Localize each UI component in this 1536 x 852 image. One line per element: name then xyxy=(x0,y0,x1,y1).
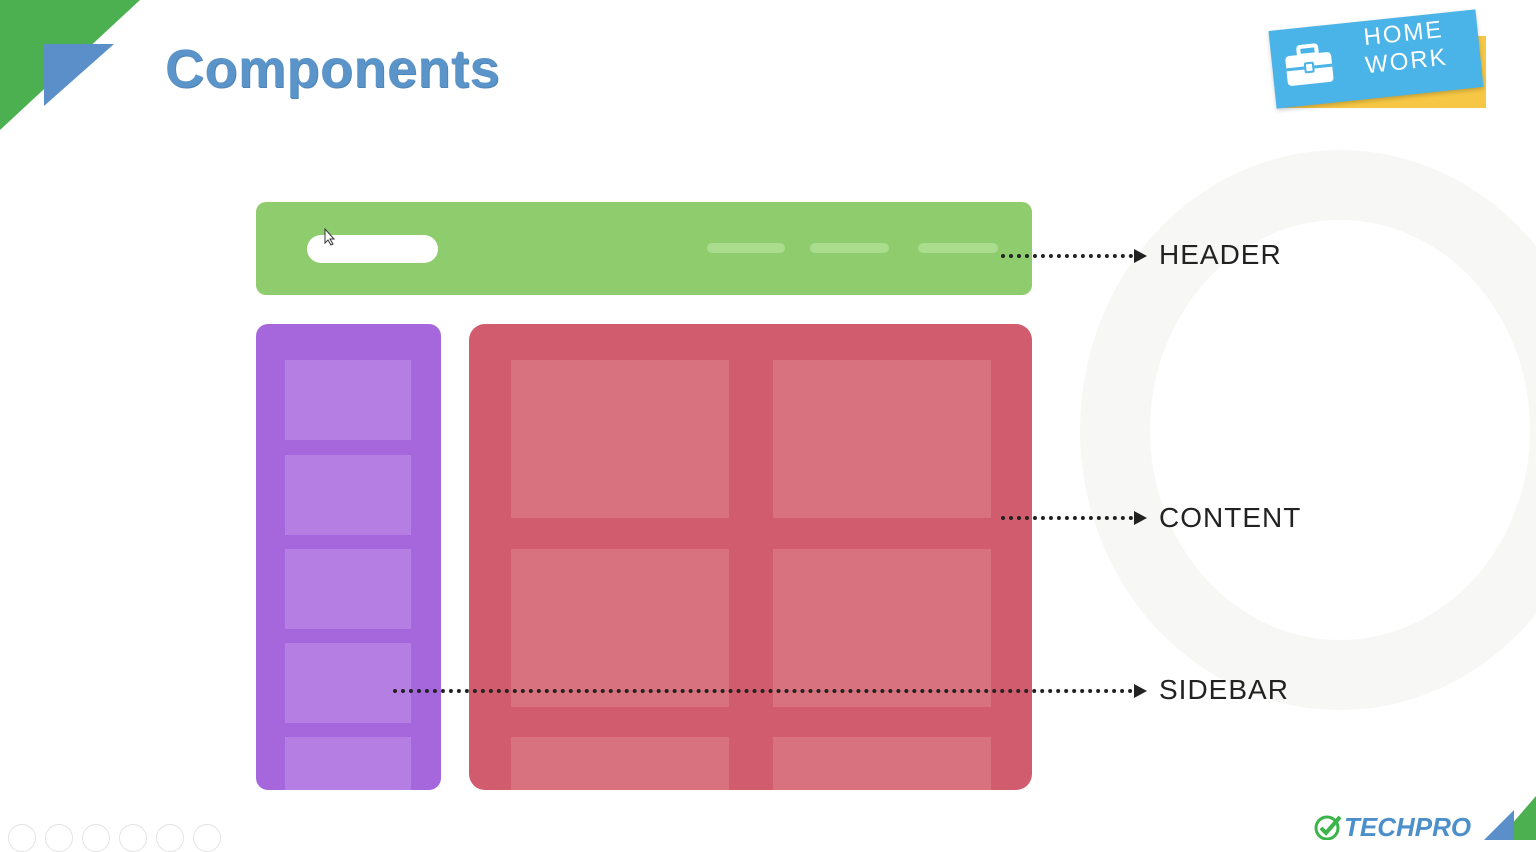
header-pointer-arrow xyxy=(1134,249,1147,263)
background-watermark xyxy=(1080,150,1536,710)
sidebar-pointer-arrow xyxy=(1134,684,1147,698)
homework-label: HOME WORK xyxy=(1347,14,1462,81)
sidebar-pointer-line xyxy=(393,689,1133,693)
brand-logo-text: TECHPRO xyxy=(1344,812,1472,842)
header-label: HEADER xyxy=(1159,239,1282,270)
pen-tool-button[interactable] xyxy=(82,824,110,852)
content-card-placeholder xyxy=(511,360,729,518)
corner-blue-triangle xyxy=(44,44,114,106)
header-nav-placeholder xyxy=(707,243,785,253)
content-card-placeholder xyxy=(511,549,729,707)
zoom-button[interactable] xyxy=(156,824,184,852)
header-nav-placeholder xyxy=(810,243,889,253)
slides-overview-button[interactable] xyxy=(119,824,147,852)
mouse-cursor-icon xyxy=(324,228,336,246)
sidebar-block xyxy=(256,324,441,790)
content-pointer-arrow xyxy=(1134,511,1147,525)
sidebar-item-placeholder xyxy=(285,737,411,790)
sidebar-label: SIDEBAR xyxy=(1159,674,1289,705)
content-card-placeholder xyxy=(773,360,991,518)
next-slide-button[interactable] xyxy=(45,824,73,852)
sidebar-item-placeholder xyxy=(285,360,411,440)
page-title: Components xyxy=(165,39,500,99)
content-block xyxy=(469,324,1032,790)
header-nav-placeholder xyxy=(918,243,998,253)
sidebar-item-placeholder xyxy=(285,549,411,629)
content-card-placeholder xyxy=(511,737,729,790)
briefcase-icon xyxy=(1285,43,1334,86)
sidebar-item-placeholder xyxy=(285,643,411,723)
content-card-placeholder xyxy=(773,737,991,790)
more-options-button[interactable] xyxy=(193,824,221,852)
brand-corner-triangles xyxy=(1484,796,1536,840)
content-label: CONTENT xyxy=(1159,502,1302,533)
previous-slide-button[interactable] xyxy=(8,824,36,852)
content-pointer-line xyxy=(1001,516,1133,520)
checkmark-icon xyxy=(1314,815,1342,840)
sidebar-item-placeholder xyxy=(285,455,411,535)
content-card-placeholder xyxy=(773,549,991,707)
header-pointer-line xyxy=(1001,254,1133,258)
